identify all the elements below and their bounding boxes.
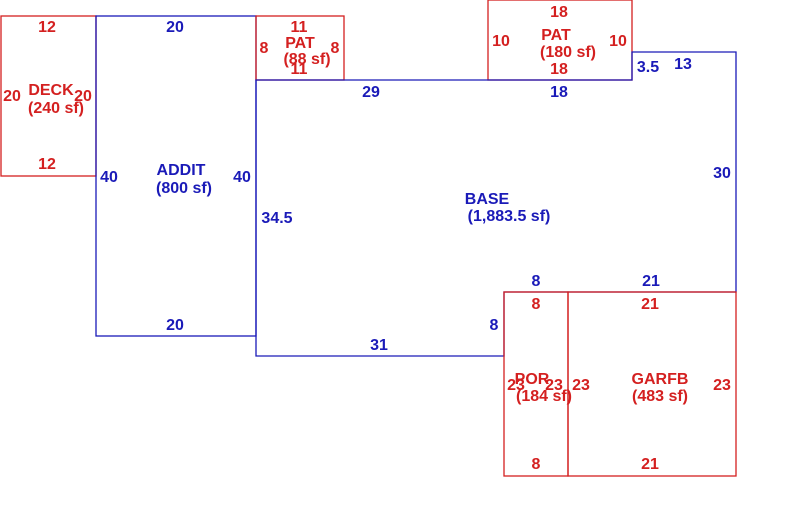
- deck-dim-bottom: 12: [38, 156, 56, 173]
- base-dim-right: 30: [713, 165, 731, 182]
- por-dim-left: 23: [507, 377, 525, 394]
- pat1-name: PAT: [285, 35, 315, 52]
- garfb-dim-bottom: 21: [641, 456, 659, 473]
- deck-dim-top: 12: [38, 19, 56, 36]
- addit-dim-left: 40: [100, 169, 118, 186]
- garfb-dim-top: 21: [641, 296, 659, 313]
- deck-dim-left: 20: [3, 88, 21, 105]
- deck-area: (240 sf): [28, 100, 84, 117]
- addit-name: ADDIT: [157, 162, 206, 179]
- addit-dim-bottom: 20: [166, 317, 184, 334]
- pat1-dim-bottom: 11: [291, 61, 308, 78]
- por-dim-top: 8: [532, 296, 541, 313]
- por-dim-right: 23: [545, 377, 563, 394]
- base-dim-top-ext: 13: [674, 56, 692, 73]
- base-name: BASE: [465, 191, 510, 208]
- base-dim-bottom-right: 21: [642, 273, 660, 290]
- base-dim-top-left: 29: [362, 84, 380, 101]
- pat2-dim-left: 10: [492, 33, 510, 50]
- pat1-dim-top: 11: [291, 19, 308, 36]
- base-dim-bottom: 31: [370, 337, 388, 354]
- base-dim-left: 34.5: [261, 210, 292, 227]
- base-dim-notch-side: 8: [490, 317, 499, 334]
- base-dim-step: 3.5: [637, 59, 659, 76]
- addit-area: (800 sf): [156, 180, 212, 197]
- garfb-area: (483 sf): [632, 388, 688, 405]
- por-dim-bottom: 8: [532, 456, 541, 473]
- pat2-dim-top: 18: [550, 4, 568, 21]
- garfb-outline: [567, 291, 737, 477]
- pat2-dim-bottom: 18: [550, 61, 568, 78]
- base-dim-top-right: 18: [550, 84, 568, 101]
- deck-dim-right: 20: [74, 88, 92, 105]
- pat1-area: (88 sf): [283, 51, 330, 68]
- por-name: POR: [515, 371, 550, 388]
- pat2-name: PAT: [541, 27, 571, 44]
- garfb-dim-right: 23: [713, 377, 731, 394]
- pat2-area: (180 sf): [540, 44, 596, 61]
- garfb-dim-left: 23: [572, 377, 590, 394]
- garfb-name: GARFB: [632, 371, 689, 388]
- deck-name: DECK: [28, 82, 74, 99]
- base-dim-notch-top: 8: [532, 273, 541, 290]
- por-area: (184 sf): [516, 388, 572, 405]
- addit-dim-right: 40: [233, 169, 251, 186]
- pat1-dim-right: 8: [331, 40, 340, 57]
- pat1-dim-left: 8: [260, 40, 269, 57]
- addit-dim-top: 20: [166, 19, 184, 36]
- pat2-dim-right: 10: [609, 33, 627, 50]
- base-area: (1,883.5 sf): [468, 208, 551, 225]
